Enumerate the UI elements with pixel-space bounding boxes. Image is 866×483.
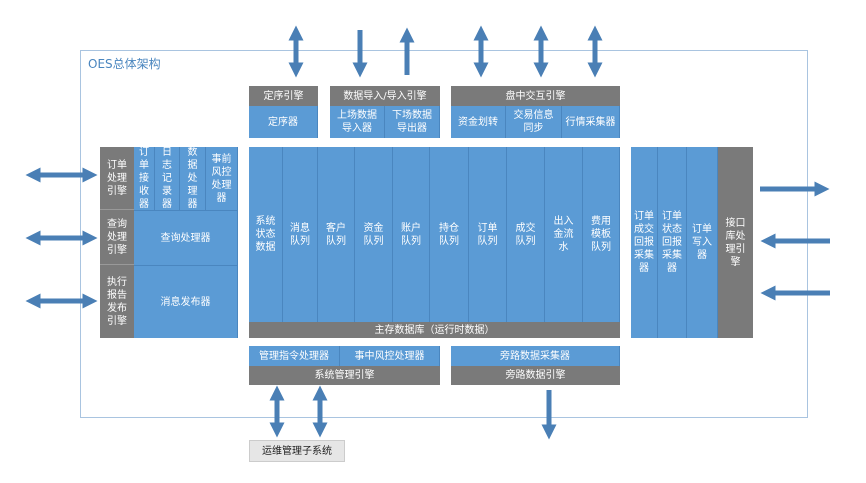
admin-command-processor: 管理指令处理器: [249, 346, 340, 366]
import-engine: 数据导入/导入引擎: [330, 86, 440, 106]
sequencer-engine: 定序引擎: [249, 86, 318, 106]
queue-column: 出入金流水: [545, 147, 583, 322]
order-writer: 订单写入器: [687, 147, 718, 338]
trade-report-collector: 订单成交回报采集器: [631, 147, 658, 338]
bypass-collector: 旁路数据采集器: [451, 346, 620, 366]
system-admin-engine: 系统管理引擎: [249, 366, 440, 385]
data-processor: 数据处理器: [180, 147, 206, 210]
interactive-engine: 盘中交互引擎: [451, 86, 620, 106]
queue-column: 持仓队列: [430, 147, 469, 322]
query-engine: 查询处理引擎: [100, 210, 134, 265]
main-database: 主存数据库（运行时数据）: [249, 322, 620, 338]
trade-info-sync: 交易信息同步: [506, 106, 562, 138]
queue-column: 成交队列: [507, 147, 545, 322]
sequencer: 定序器: [249, 106, 318, 138]
status-report-collector: 订单状态回报采集器: [658, 147, 687, 338]
interface-engine: 接口库处理引擎: [718, 147, 753, 338]
log-recorder: 日志记录器: [155, 147, 180, 210]
diagram-title: OES总体架构: [88, 57, 161, 71]
queue-column: 资金队列: [355, 147, 393, 322]
export-item: 下场数据导出器: [385, 106, 440, 138]
fund-transfer: 资金划转: [451, 106, 506, 138]
queue-column: 账户队列: [393, 147, 430, 322]
queue-column: 费用模板队列: [583, 147, 620, 322]
inflight-risk-processor: 事中风控处理器: [340, 346, 440, 366]
queue-column: 消息队列: [283, 147, 318, 322]
queue-column: 系统状态数据: [249, 147, 283, 322]
order-engine: 订单处理引擎: [100, 147, 134, 210]
ops-subsystem: 运维管理子系统: [249, 440, 345, 462]
query-processor: 查询处理器: [134, 210, 238, 265]
queue-column: 订单队列: [469, 147, 507, 322]
message-publisher: 消息发布器: [134, 265, 238, 338]
queue-column: 客户队列: [318, 147, 355, 322]
import-item: 上场数据导入器: [330, 106, 385, 138]
bypass-engine: 旁路数据引擎: [451, 366, 620, 385]
market-collector: 行情采集器: [562, 106, 620, 138]
order-receiver: 订单接收器: [134, 147, 155, 210]
report-engine: 执行报告发布引擎: [100, 265, 134, 338]
risk-processor: 事前风控处理器: [206, 147, 238, 210]
